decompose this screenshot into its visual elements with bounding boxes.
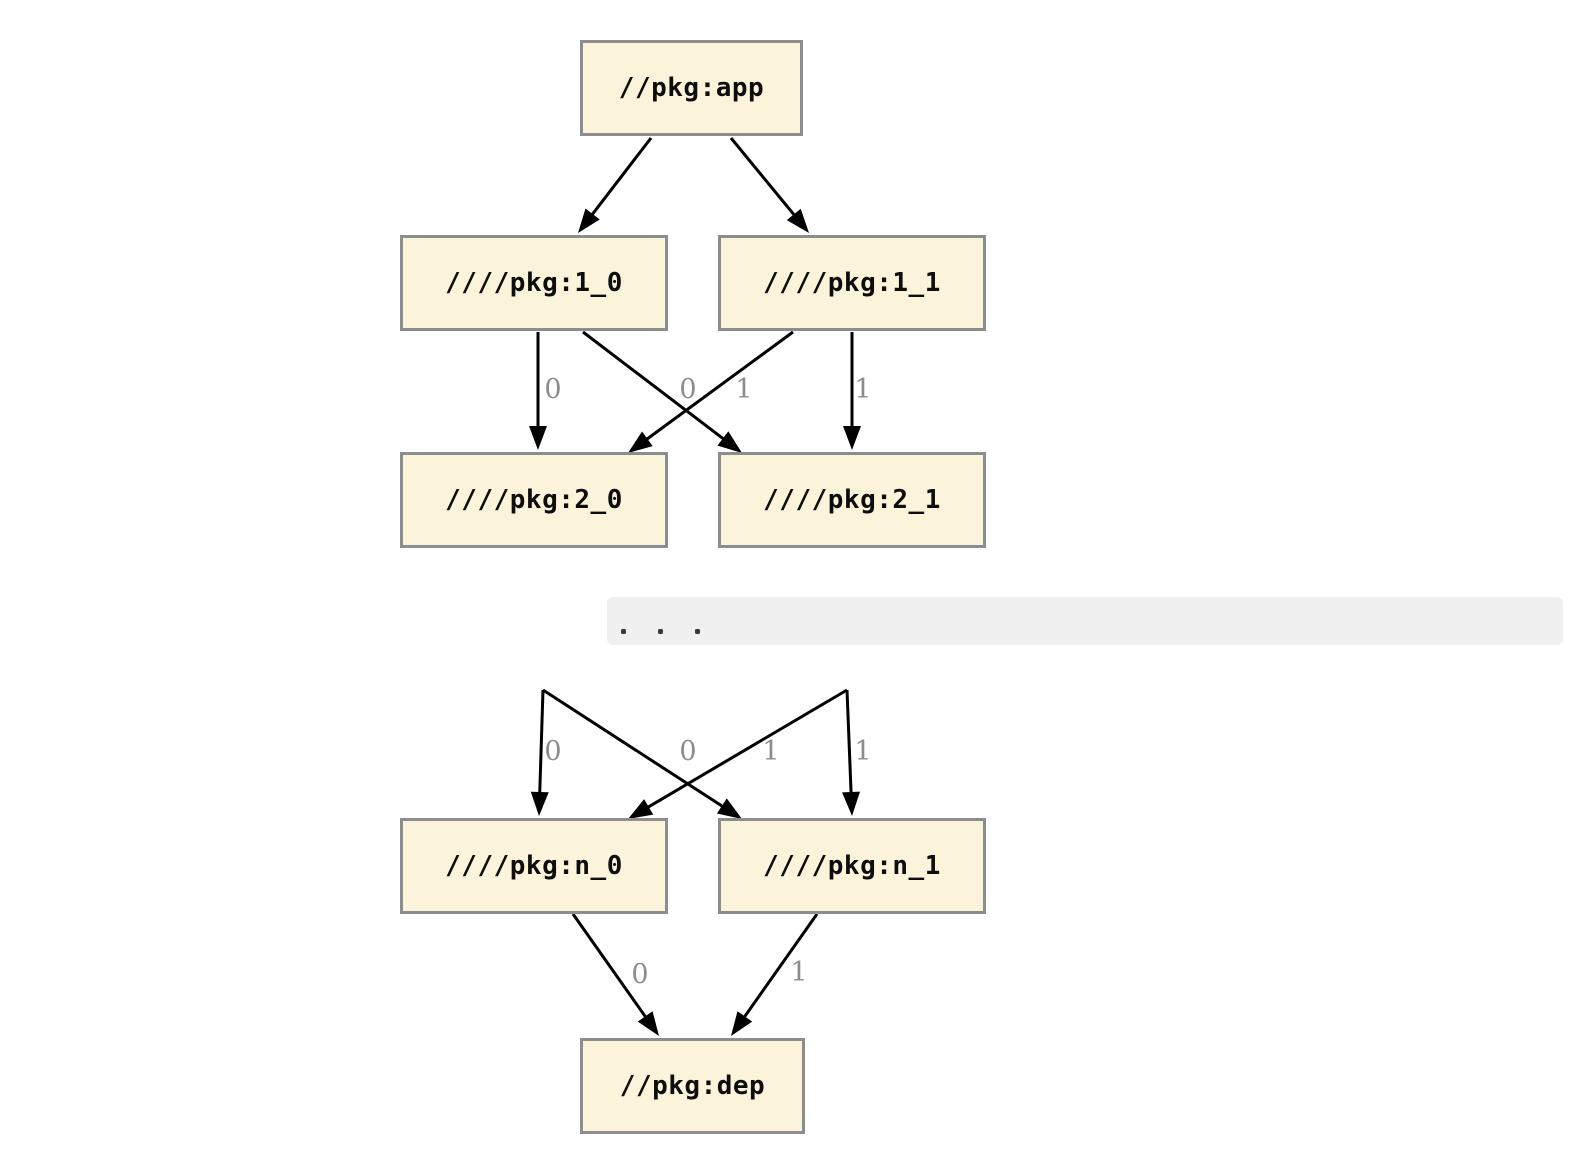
edge-app-to-1_1 — [729, 137, 797, 217]
arrowhead-icon — [842, 791, 861, 816]
graph-node-label: ////pkg:n_1 — [763, 851, 941, 881]
edge-1_0-to-2_1 — [582, 330, 726, 441]
graph-node-app: //pkg:app — [580, 40, 803, 136]
graph-node-label: ////pkg:1_1 — [763, 268, 941, 298]
edge-label: 0 — [679, 736, 696, 767]
ellipsis-dot — [621, 629, 626, 634]
edge-label: 0 — [544, 736, 561, 767]
edge-cont_left-to-n_0 — [538, 689, 545, 795]
arrowhead-icon — [578, 208, 600, 233]
arrowhead-icon — [529, 426, 547, 450]
ellipsis-dot — [658, 629, 663, 634]
graph-node-1_0: ////pkg:1_0 — [400, 235, 668, 331]
graph-node-label: ////pkg:2_1 — [763, 485, 941, 515]
edge-label: 1 — [762, 736, 779, 767]
arrowhead-icon — [843, 426, 861, 450]
ellipsis-code-block — [607, 597, 1563, 645]
edge-cont_right-to-n_1 — [845, 689, 853, 795]
arrowhead-icon — [717, 431, 742, 453]
edge-n_0-to-dep — [571, 913, 648, 1019]
graph-node-label: ////pkg:2_0 — [445, 485, 623, 515]
edge-label: 0 — [631, 959, 648, 990]
arrowhead-icon — [530, 791, 549, 816]
graph-node-n_1: ////pkg:n_1 — [718, 818, 986, 914]
arrowhead-icon — [637, 1011, 659, 1036]
graph-node-1_1: ////pkg:1_1 — [718, 235, 986, 331]
graph-node-2_1: ////pkg:2_1 — [718, 452, 986, 548]
graph-node-label: //pkg:app — [618, 73, 765, 103]
edge-cont_left-to-n_1 — [542, 688, 725, 809]
arrowhead-icon — [628, 431, 653, 453]
edge-cont_right-to-n_0 — [646, 688, 848, 810]
arrowhead-icon — [628, 799, 654, 819]
edge-1_1-to-2_0 — [644, 330, 794, 442]
edge-label: 1 — [735, 374, 752, 405]
graph-node-dep: //pkg:dep — [580, 1038, 805, 1134]
ellipsis-dot — [695, 629, 700, 634]
arrowhead-icon — [716, 798, 742, 819]
edge-label: 1 — [854, 374, 871, 405]
graph-node-n_0: ////pkg:n_0 — [400, 818, 668, 914]
edge-label: 1 — [854, 736, 871, 767]
edge-app-to-1_0 — [590, 137, 653, 217]
edge-label: 0 — [544, 374, 561, 405]
graph-node-label: ////pkg:1_0 — [445, 268, 623, 298]
arrowhead-icon — [786, 208, 809, 233]
graph-node-2_0: ////pkg:2_0 — [400, 452, 668, 548]
arrowhead-icon — [731, 1011, 753, 1036]
graph-node-label: //pkg:dep — [619, 1071, 766, 1101]
edge-n_1-to-dep — [742, 913, 819, 1019]
edge-label: 0 — [679, 374, 696, 405]
edge-label: 1 — [790, 957, 807, 988]
graph-node-label: ////pkg:n_0 — [445, 851, 623, 881]
